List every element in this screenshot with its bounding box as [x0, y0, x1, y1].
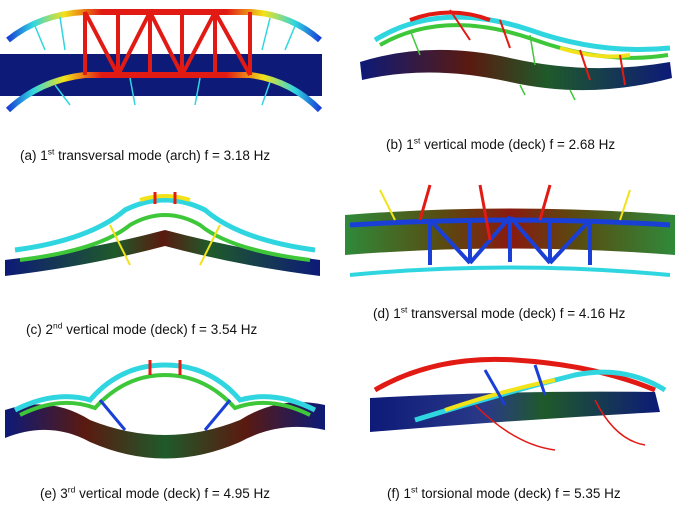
- panel-d-image: [340, 180, 685, 290]
- panel-f-image: [355, 350, 685, 460]
- mode-shape-c: [5, 192, 320, 276]
- mode-shape-f: [370, 356, 667, 451]
- mode-shape-e: [5, 360, 325, 459]
- caption-a: (a) 1st transversal mode (arch) f = 3.18…: [20, 146, 271, 163]
- caption-d: (d) 1st transversal mode (deck) f = 4.16…: [373, 304, 626, 321]
- caption-e: (e) 3rd vertical mode (deck) f = 4.95 Hz: [40, 484, 271, 501]
- panel-b-image: [350, 0, 685, 125]
- deck: [5, 402, 325, 459]
- panel-e-image: [0, 350, 330, 460]
- mode-shape-a: [0, 9, 323, 113]
- caption-f: (f) 1st torsional mode (deck) f = 5.35 H…: [387, 484, 621, 501]
- panel-a-image: [0, 0, 330, 125]
- lower-arch: [5, 72, 323, 113]
- caption-b: (b) 1st vertical mode (deck) f = 2.68 Hz: [386, 135, 616, 152]
- caption-c: (c) 2nd vertical mode (deck) f = 3.54 Hz: [26, 320, 258, 337]
- deck: [360, 49, 672, 91]
- mode-shape-d: [345, 184, 675, 277]
- deck: [370, 391, 660, 432]
- panel-c-image: [0, 180, 330, 290]
- mode-shape-b: [360, 9, 672, 101]
